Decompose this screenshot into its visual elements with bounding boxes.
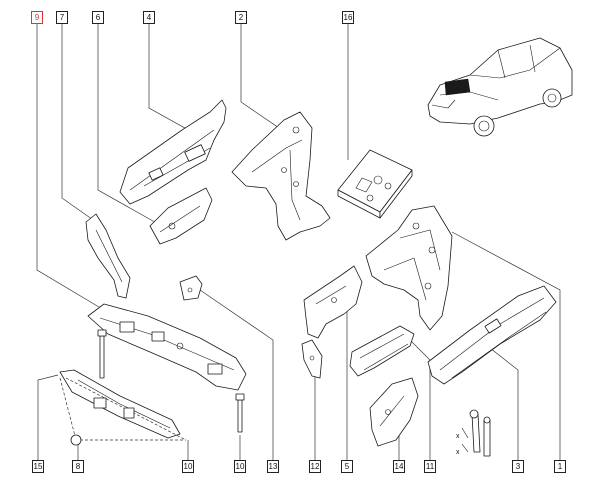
leader-15 [37,374,59,460]
callout-13: 13 [267,460,279,473]
leader-13 [199,289,274,460]
part-1-pillar [365,205,453,331]
part-3-member [427,285,557,385]
callout-1: 1 [554,460,566,473]
callout-12: 12 [309,460,321,473]
leader-1 [451,231,561,460]
callout-15: 15 [32,460,44,473]
axis-mark-x2: x [456,449,460,456]
part-12-plate [301,339,323,379]
part-10-bolts [97,329,245,433]
part-5-panel [303,265,363,339]
leader-7 [61,24,97,223]
callout-6: 6 [92,11,104,24]
callout-10b: 10 [234,460,246,473]
leader-6 [97,24,161,226]
part-15-brace [59,369,187,441]
part-2-arch-panel [231,111,331,241]
part-4-rail [119,99,227,205]
car-illustration [427,37,573,137]
callout-10a: 10 [182,460,194,473]
part-11-tray [349,325,415,377]
callout-11: 11 [424,460,436,473]
callout-3: 3 [512,460,524,473]
leader-lines-top [36,24,349,311]
part-7-strut [85,213,131,299]
leader-4 [148,24,193,133]
callout-2: 2 [235,11,247,24]
axis-mark-x1: x [456,433,460,440]
leader-9 [36,24,105,311]
leader-2 [240,24,283,131]
part-14-bracket [369,377,419,447]
leader-3 [489,347,519,460]
callout-5: 5 [341,460,353,473]
callout-8: 8 [72,460,84,473]
part-8-nut [70,434,82,446]
callout-14: 14 [393,460,405,473]
fastener-detail: x x [456,409,491,457]
part-13-clip [179,275,203,301]
callout-16: 16 [342,11,354,24]
part-6-bracket [149,187,213,245]
part-9-crossmember [87,303,247,391]
callout-4: 4 [143,11,155,24]
part-16-box [337,149,413,219]
callout-9: 9 [31,11,43,24]
callout-7: 7 [56,11,68,24]
